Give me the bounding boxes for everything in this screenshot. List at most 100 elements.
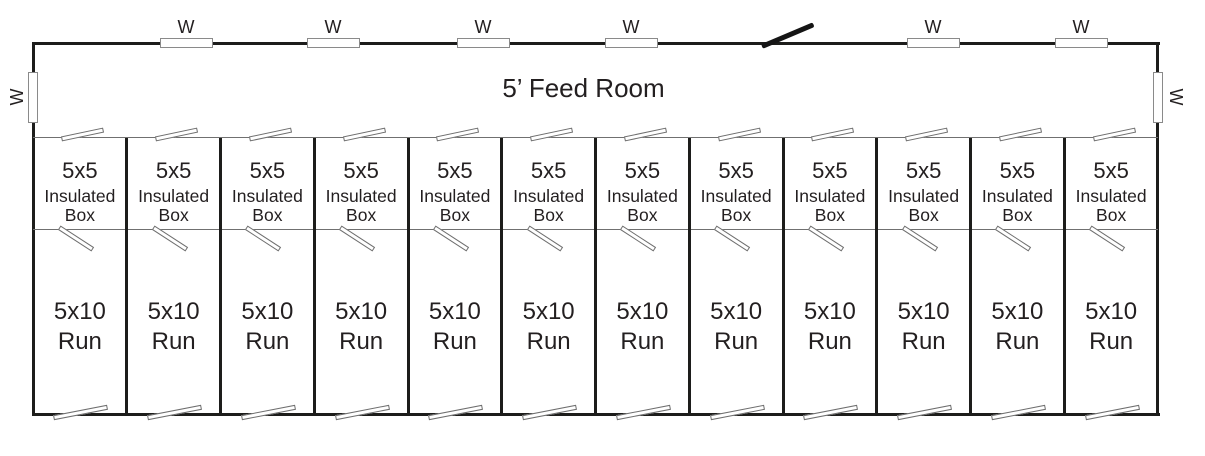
box-label-line: Insulated: [606, 186, 678, 206]
run-label-line: Run: [620, 328, 665, 355]
stall-divider: [406, 138, 410, 415]
feed-box-door-swing: [436, 127, 480, 141]
box-label-line: Box: [814, 205, 845, 225]
window-label: W: [177, 17, 195, 37]
feed-box-door-swing: [998, 127, 1042, 141]
run-label-line: Run: [432, 328, 477, 355]
run-label-line: Run: [245, 328, 290, 355]
run-exit-door-swing: [709, 404, 765, 420]
run-exit-door-swing: [428, 404, 484, 420]
box-label-line: Box: [439, 205, 470, 225]
stall-divider: [500, 138, 504, 415]
run-exit-door-swing: [240, 404, 296, 420]
feed-box-door-swing: [905, 127, 949, 141]
box-label-line: Insulated: [419, 186, 491, 206]
run-label-line: Run: [151, 328, 196, 355]
feed-box-door-swing: [248, 127, 292, 141]
stall-divider: [1062, 138, 1066, 415]
box-label-line: Insulated: [44, 186, 116, 206]
box-label-line: Insulated: [231, 186, 303, 206]
feed-box-door-swing: [61, 127, 105, 141]
run-label-line: Run: [57, 328, 102, 355]
feed-box-door-swing: [811, 127, 855, 141]
box-label-line: 5x5: [718, 158, 754, 183]
run-exit-door-swing: [803, 404, 859, 420]
box-label-line: 5x5: [249, 158, 286, 183]
run-exit-door-swing: [334, 404, 390, 420]
box-label-line: 5x5: [530, 158, 567, 183]
stall-divider: [687, 138, 691, 415]
stall-divider: [125, 138, 129, 415]
box-label-line: Box: [721, 205, 752, 225]
feed-box-door-swing: [342, 127, 386, 141]
top-wall-window: [456, 38, 510, 48]
run-label-line: 5x10: [616, 298, 669, 325]
box-label-line: 5x5: [812, 158, 848, 183]
left-wall-window: [28, 72, 38, 123]
box-label-line: Box: [252, 205, 283, 225]
run-label-line: Run: [714, 328, 759, 355]
window-label: W: [474, 17, 492, 37]
stall-divider: [969, 138, 972, 415]
stall-divider: [875, 138, 879, 415]
window-label: W: [1166, 88, 1186, 106]
run-label-line: 5x10: [710, 298, 763, 325]
box-label-line: Box: [1096, 205, 1127, 225]
stall-divider: [219, 138, 222, 415]
run-label-line: Run: [339, 328, 384, 355]
box-label-line: Insulated: [1075, 186, 1147, 206]
run-exit-door-swing: [897, 404, 953, 420]
box-label-line: 5x5: [155, 158, 192, 183]
right-wall-window: [1153, 72, 1163, 123]
top-wall-window: [159, 38, 213, 48]
run-exit-door-swing: [53, 404, 109, 420]
run-label-line: 5x10: [241, 298, 294, 325]
top-wall-window: [306, 38, 360, 48]
box-label-line: Box: [64, 205, 95, 225]
box-label-line: Insulated: [794, 186, 866, 206]
box-label-line: 5x5: [624, 158, 661, 183]
box-label-line: 5x5: [437, 158, 473, 183]
box-label-line: Insulated: [981, 186, 1053, 206]
run-label-line: Run: [526, 328, 571, 355]
box-label-line: Insulated: [325, 186, 397, 206]
top-wall-window: [1054, 38, 1108, 48]
run-exit-door-swing: [147, 404, 203, 420]
feed-room-label: 5’ Feed Room: [502, 73, 665, 103]
box-label-line: Box: [627, 205, 658, 225]
run-label-line: 5x10: [803, 298, 856, 325]
run-label-line: 5x10: [1085, 298, 1138, 325]
window-label: W: [622, 17, 640, 37]
window-label: W: [324, 17, 342, 37]
box-label-line: Insulated: [700, 186, 772, 206]
box-label-line: 5x5: [905, 158, 942, 183]
feed-box-door-swing: [623, 127, 667, 141]
box-label-line: Box: [1002, 205, 1033, 225]
window-label: W: [7, 88, 27, 106]
run-label-line: 5x10: [897, 298, 950, 325]
run-exit-door-swing: [990, 404, 1046, 420]
run-label-line: Run: [807, 328, 852, 355]
stall-divider: [781, 138, 785, 415]
feed-box-door-swing: [530, 127, 574, 141]
stall-divider: [594, 138, 597, 415]
run-label-line: 5x10: [991, 298, 1044, 325]
run-label-line: 5x10: [335, 298, 388, 325]
box-label-line: Box: [908, 205, 939, 225]
box-label-line: Box: [346, 205, 377, 225]
box-label-line: Insulated: [138, 186, 210, 206]
